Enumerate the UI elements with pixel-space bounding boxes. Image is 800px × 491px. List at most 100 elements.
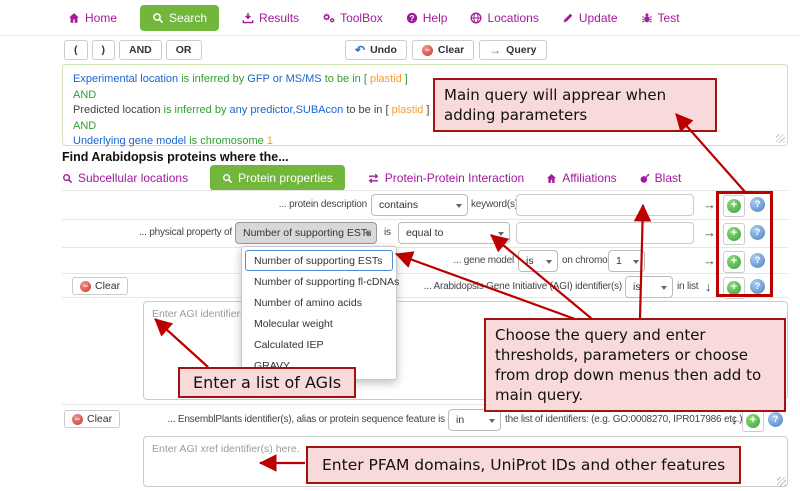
nav-home[interactable]: Home [68,11,117,25]
keywords-input[interactable] [516,194,694,216]
page-title: Find Arabidopsis proteins where the... [62,150,289,164]
undo-button[interactable]: ↶ Undo [345,40,407,60]
or-button[interactable]: OR [165,40,202,60]
add-direction-arrow: ↓ [705,279,712,294]
add-protein-description-button[interactable]: + [723,195,745,217]
query-line: Predicted location is inferred by any pr… [73,103,777,119]
query-term: Experimental location [73,73,179,85]
query-bracket: ] [401,73,408,85]
tab-label: Subcellular locations [78,171,189,185]
nav-locations[interactable]: Locations [470,11,539,25]
tab-blast[interactable]: Blast [639,171,681,185]
nav-test[interactable]: Test [641,11,680,25]
dropdown-option-amino-acids[interactable]: Number of amino acids [254,296,362,309]
query-and-operator: AND [73,119,97,132]
search-icon [223,173,233,183]
clear-icon: − [80,280,91,292]
row-divider [62,190,788,191]
is-label: is [384,227,391,238]
query-and-operator: AND [73,88,97,101]
download-icon [242,12,254,23]
clear-agi-list-button[interactable]: −Clear [72,277,129,295]
nav-help[interactable]: ? Help [406,11,447,25]
query-connector: is inferred by [178,73,248,85]
comparator-select[interactable]: equal to [398,222,510,244]
chromosome-select[interactable]: 1 [608,250,645,272]
annotation-pfam: Enter PFAM domains, UniProt IDs and othe… [306,446,742,484]
help-button[interactable]: ? [750,279,765,294]
query-location-value: plastid [391,104,424,116]
nav-results[interactable]: Results [242,11,299,25]
add-agi-list-button[interactable]: + [723,277,745,299]
query-arrow-icon: → [489,43,502,57]
query-value: GFP or MS/MS [247,73,322,85]
query-bracket: ] [423,104,430,116]
keywords-label: keyword(s) [471,199,518,210]
query-number-value: 1 [263,135,273,147]
agi-is-select[interactable]: is [625,276,673,298]
help-button[interactable]: ? [750,197,765,212]
help-button[interactable]: ? [768,412,783,427]
svg-text:?: ? [409,13,414,22]
selected-value: in [456,414,465,426]
add-direction-arrow: ↓ [731,412,738,427]
dropdown-option-calculated-iep[interactable]: Calculated IEP [254,338,324,351]
help-button[interactable]: ? [750,253,765,268]
resize-handle[interactable] [777,477,786,486]
row-divider [62,273,788,274]
main-query-box[interactable]: Experimental location is inferred by GFP… [62,64,788,147]
physical-property-select[interactable]: Number of supporting ESTs [235,222,377,244]
resize-handle[interactable] [776,134,785,143]
chevron-down-icon [661,286,667,290]
dropdown-option-ests[interactable]: Number of supporting ESTs [245,250,393,271]
clear-query-button[interactable]: − Clear [411,40,475,60]
query-line: AND [73,88,777,104]
nav-update[interactable]: Update [562,11,618,25]
section-divider [62,404,788,405]
query-connector: is [186,135,201,147]
selected-value: is [526,255,534,267]
nav-toolbox[interactable]: ToolBox [322,11,383,25]
paren-open-button[interactable]: ( [64,40,88,60]
query-line: Experimental location is inferred by GFP… [73,72,777,88]
tab-label: Affiliations [562,171,617,185]
gene-model-is-select[interactable]: is [518,250,558,272]
row-divider [62,219,788,220]
dropdown-option-flcdnas[interactable]: Number of supporting fl-cDNAs [254,275,400,288]
tab-affiliations[interactable]: Affiliations [546,171,617,185]
add-xref-list-button[interactable]: + [742,410,764,432]
nav-search[interactable]: Search [140,4,220,31]
query-connector: to be in [ [321,73,370,85]
annotation-main-query: Main query will apprear when adding para… [433,78,717,132]
search-tabs: Subcellular locations Protein properties… [62,165,681,191]
dropdown-option-molecular-weight[interactable]: Molecular weight [254,317,333,330]
annotation-highlight-box [716,191,773,297]
globe-icon [471,12,482,23]
query-term: Underlying gene model [73,135,187,147]
plus-icon: + [727,199,741,213]
annotation-agi-list: Enter a list of AGIs [178,367,357,398]
threshold-input[interactable] [516,222,694,244]
clear-icon: − [421,44,433,56]
help-button[interactable]: ? [750,225,765,240]
undo-icon: ↶ [355,43,366,57]
chevron-down-icon [456,204,462,208]
xref-in-select[interactable]: in [448,409,501,431]
paren-close-button[interactable]: ) [91,40,115,60]
clear-icon: − [72,413,83,425]
selected-value: Number of supporting ESTs [243,227,372,239]
nav-home-label: Home [85,10,118,25]
add-gene-model-button[interactable]: + [723,251,745,273]
pencil-icon [563,13,573,22]
run-query-button[interactable]: → Query [479,40,547,60]
tab-protein-properties[interactable]: Protein properties [210,165,345,191]
contains-select[interactable]: contains [371,194,468,216]
and-button[interactable]: AND [119,40,162,60]
tab-subcellular-locations[interactable]: Subcellular locations [62,171,188,185]
annotation-choose-query: Choose the query and enter thresholds, p… [484,318,786,412]
tab-protein-protein-interaction[interactable]: Protein-Protein Interaction [367,171,524,185]
clear-xref-list-button[interactable]: −Clear [64,410,121,428]
chevron-down-icon [546,260,552,264]
query-line: AND [73,119,777,135]
add-physical-property-button[interactable]: + [723,223,745,245]
